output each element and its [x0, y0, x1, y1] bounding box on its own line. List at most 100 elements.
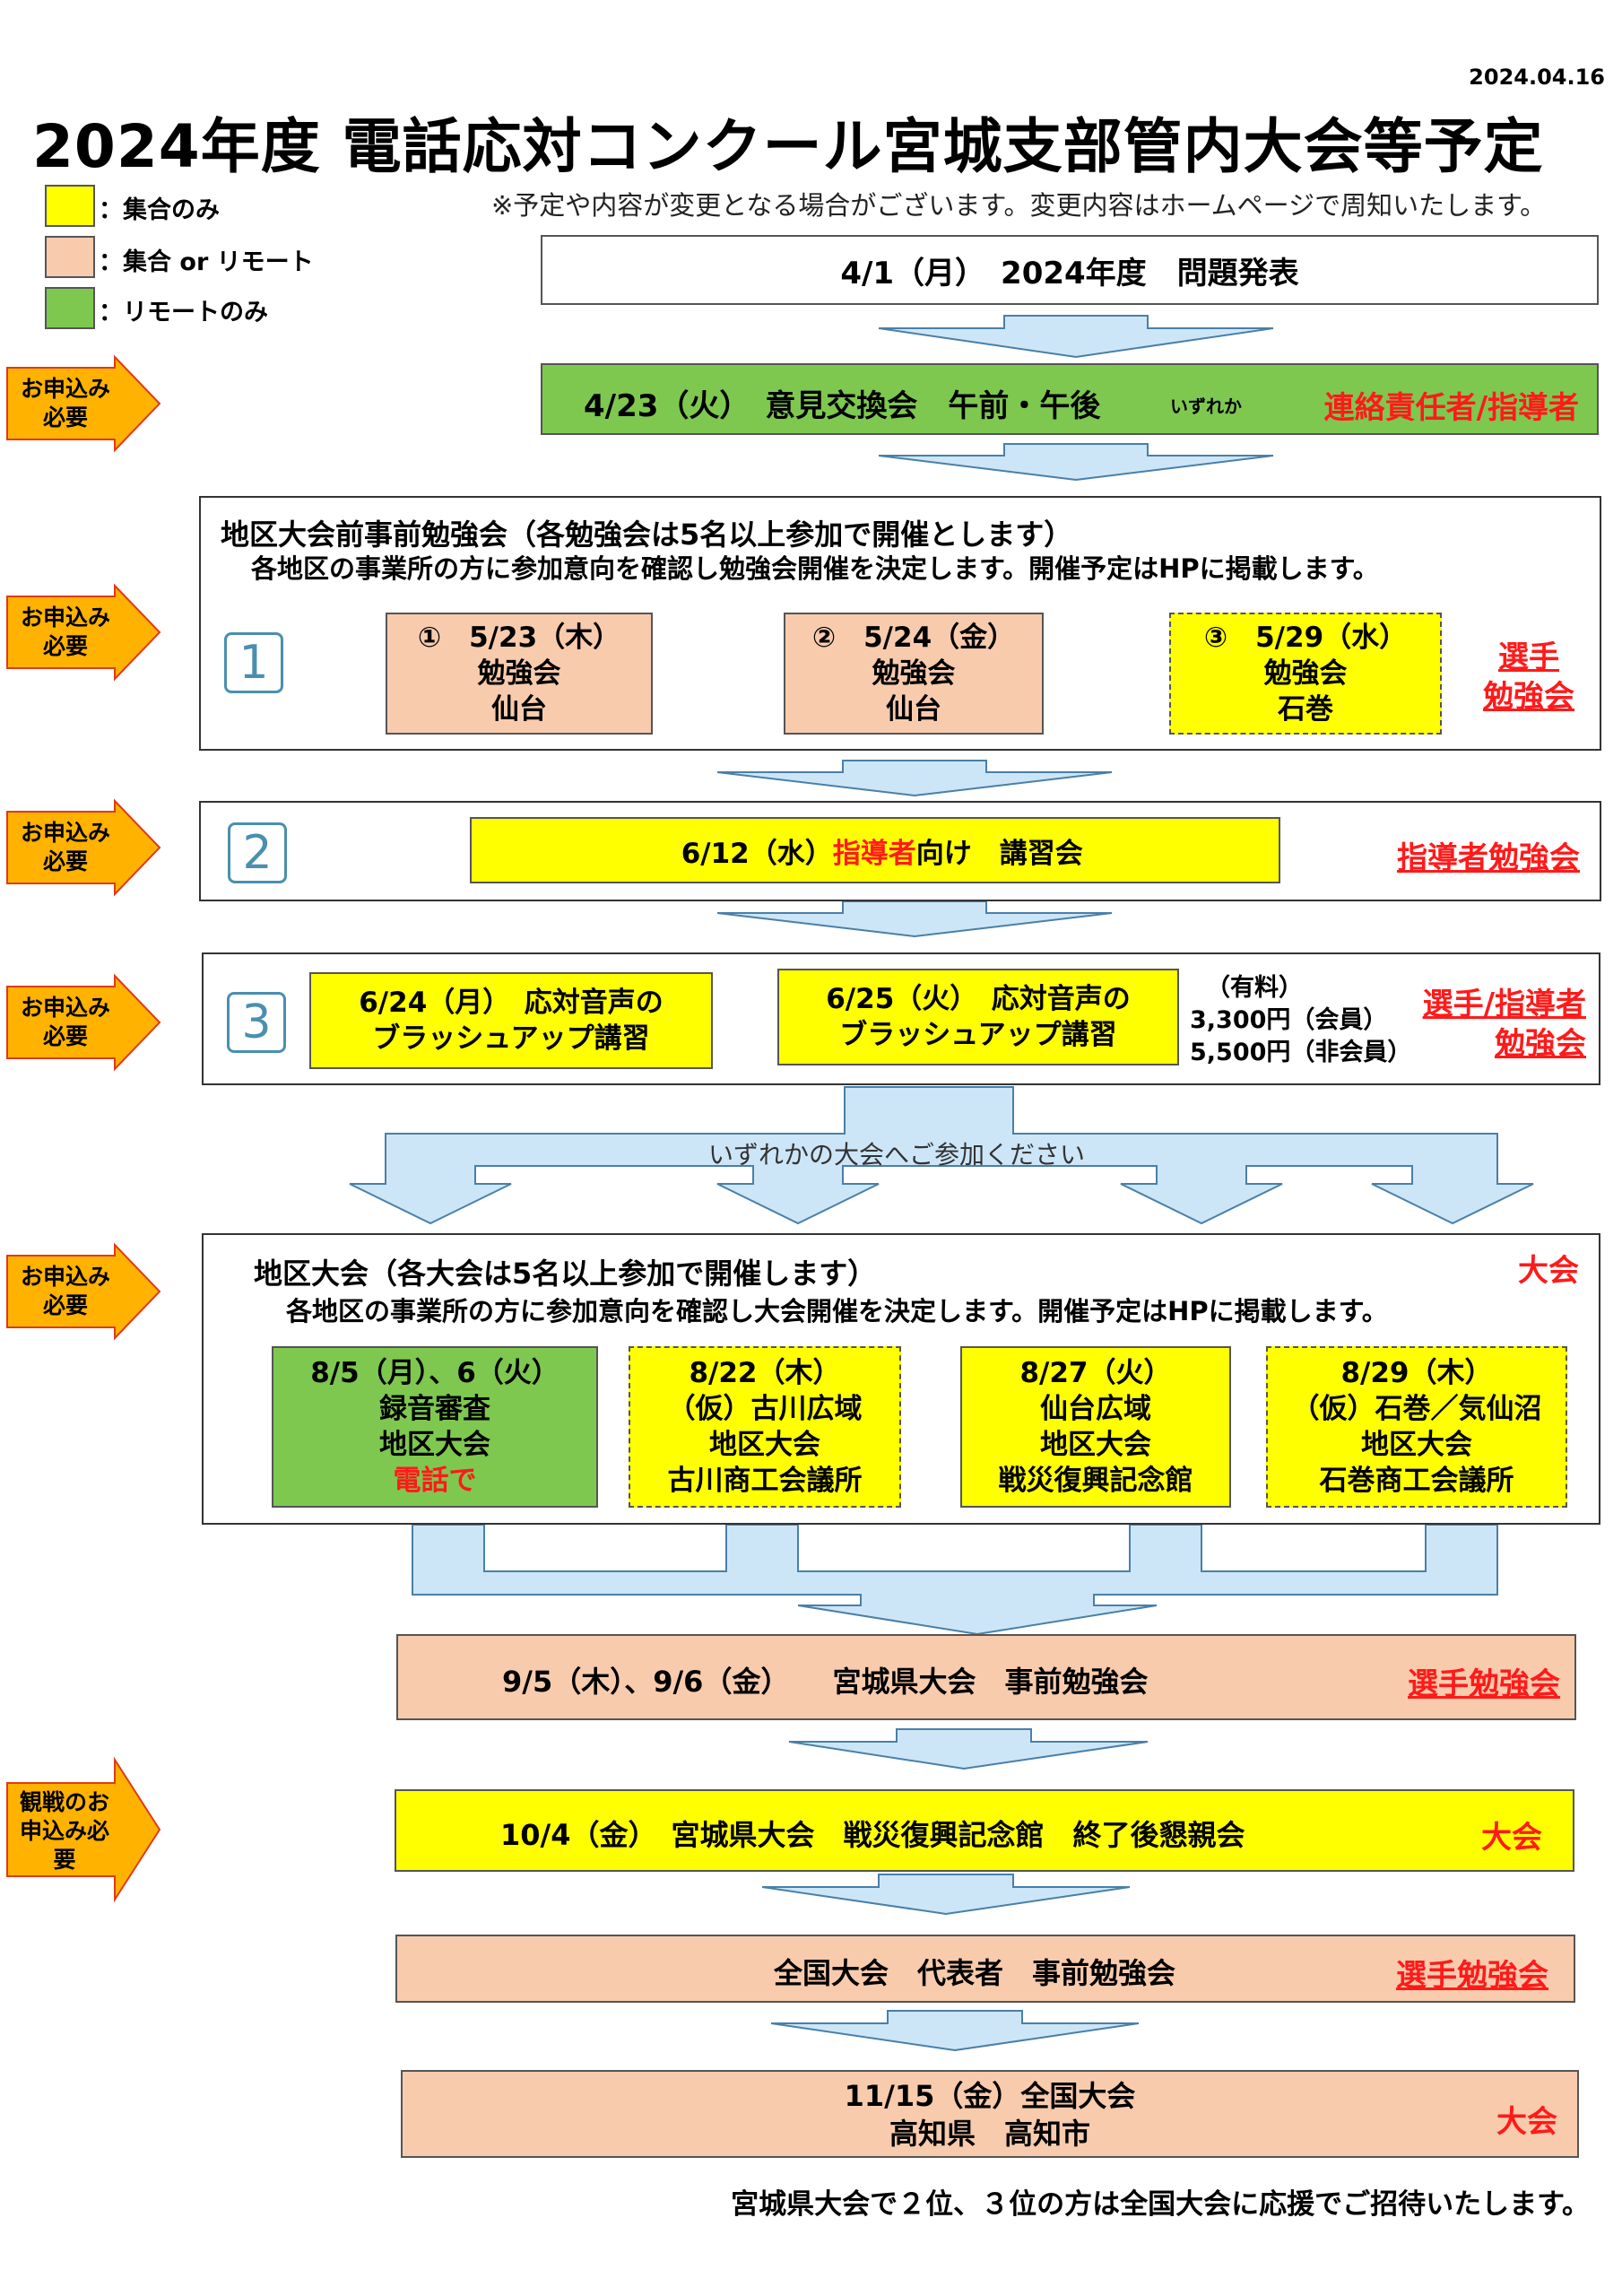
tag-line: 選手/指導者 — [1422, 987, 1586, 1022]
legend-label-green: ：リモートのみ — [99, 299, 268, 326]
step-number-2: 2 — [228, 822, 287, 883]
study3-session-1: 6/24（月） 応対音声の ブラッシュアップ講習 — [309, 972, 713, 1069]
apply-required-label: お申込み必要 — [20, 820, 110, 874]
district-frame: 地区大会（各大会は5名以上参加で開催します） 各地区の事業所の方に参加意向を確認… — [202, 1233, 1600, 1525]
event-line: 戦災復興記念館 — [998, 1465, 1193, 1497]
event-line: （仮）古川広域 — [667, 1393, 863, 1425]
study2-red: 指導者 — [832, 837, 916, 870]
session-place: 仙台 — [886, 693, 941, 726]
apply-required-label: お申込み必要 — [20, 604, 110, 659]
step-national-study: 全国大会 代表者 事前勉強会 選手勉強会 — [395, 1935, 1575, 2003]
study1-session-3: ③ 5/29（水） 勉強会 石巻 — [1169, 613, 1442, 735]
study2-rest: 向け 講習会 — [915, 837, 1083, 870]
step-announce: 4/1（月） 2024年度 問題発表 — [541, 235, 1599, 305]
event-line: 8/29（木） — [1340, 1357, 1493, 1389]
pref-tag: 大会 — [1481, 1820, 1542, 1856]
nat-study-tag: 選手勉強会 — [1396, 1958, 1548, 1994]
study1-sub: 各地区の事業所の方に参加意向を確認し勉強会開催を決定します。開催予定はHPに掲載… — [251, 553, 1379, 584]
study1-session-2: ② 5/24（金） 勉強会 仙台 — [784, 613, 1044, 735]
national-text: 11/15（金）全国大会 高知県 高知市 — [403, 2077, 1577, 2152]
exchange-small: いずれか — [1170, 396, 1242, 417]
study3-session-2: 6/25（火） 応対音声の ブラッシュアップ講習 — [777, 969, 1179, 1065]
step-national-contest: 11/15（金）全国大会 高知県 高知市 大会 — [401, 2070, 1579, 2158]
step-number-3: 3 — [227, 992, 286, 1053]
fee-nonmember: 5,500円（非会員） — [1190, 1039, 1412, 1066]
change-note: ※予定や内容が変更となる場合がございます。変更内容はホームページで周知いたします… — [491, 190, 1547, 221]
spectator-apply-label: 観戦のお申込み必要 — [20, 1789, 110, 1873]
study3-frame: 3 6/24（月） 応対音声の ブラッシュアップ講習 6/25（火） 応対音声の… — [202, 952, 1600, 1085]
step-pref-study: 9/5（木）、9/6（金） 宮城県大会 事前勉強会 選手勉強会 — [396, 1634, 1576, 1720]
pref-text: 10/4（金） 宮城県大会 戦災復興記念館 終了後懇親会 — [500, 1818, 1245, 1852]
district-event-2: 8/22（木） （仮）古川広域 地区大会 古川商工会議所 — [629, 1346, 901, 1508]
choose-note: いずれかの大会へご参加ください — [708, 1140, 1086, 1170]
study2-session: 6/12（水） 指導者向け 講習会 — [470, 817, 1280, 883]
district-sub: 各地区の事業所の方に参加意向を確認し大会開催を決定します。開催予定はHPに掲載し… — [286, 1296, 1388, 1326]
event-line: 石巻商工会議所 — [1319, 1465, 1514, 1497]
study2-date: 6/12（水） — [681, 837, 847, 870]
district-tag: 大会 — [1518, 1253, 1579, 1289]
national-line: 11/15（金）全国大会 — [844, 2079, 1136, 2113]
event-line: 8/22（木） — [689, 1357, 841, 1389]
session-line: ブラッシュアップ講習 — [372, 1022, 650, 1055]
legend-label-salmon: ：集合 or リモート — [99, 248, 314, 276]
session-date: ② 5/24（金） — [811, 622, 1016, 654]
exchange-text: 4/23（火） 意見交換会 午前・午後 — [584, 388, 1101, 424]
session-line: 6/25（火） 応対音声の — [826, 983, 1131, 1015]
study3-tag: 選手/指導者 勉強会 — [1423, 985, 1586, 1064]
event-line: 仙台広域 — [1040, 1393, 1151, 1425]
announce-text: 4/1（月） 2024年度 問題発表 — [840, 255, 1299, 291]
session-line: ブラッシュアップ講習 — [839, 1019, 1117, 1051]
session-place: 石巻 — [1278, 693, 1333, 726]
session-line: 6/24（月） 応対音声の — [359, 987, 664, 1019]
district-title: 地区大会（各大会は5名以上参加で開催します） — [254, 1257, 877, 1291]
tag-line: 選手 — [1498, 639, 1559, 675]
study1-title: 地区大会前事前勉強会（各勉強会は5名以上参加で開催とします） — [221, 517, 1073, 552]
footer-note: 宮城県大会で２位、３位の方は全国大会に応援でご招待いたします。 — [731, 2188, 1590, 2221]
fee-member: 3,300円（会員） — [1190, 1006, 1388, 1034]
apply-required-label: お申込み必要 — [20, 1264, 110, 1318]
national-line: 高知県 高知市 — [889, 2117, 1090, 2151]
event-line: 地区大会 — [1040, 1429, 1151, 1461]
event-line: 地区大会 — [1361, 1429, 1472, 1461]
study2-tag: 指導者勉強会 — [1397, 840, 1580, 876]
legend-swatch-salmon — [45, 236, 95, 278]
tag-line: 勉強会 — [1483, 679, 1574, 715]
legend-swatch-yellow — [45, 185, 95, 227]
event-line: 古川商工会議所 — [667, 1465, 863, 1497]
session-place: 仙台 — [491, 693, 547, 726]
apply-required-label: お申込み必要 — [20, 995, 110, 1049]
legend-swatch-green — [45, 287, 95, 329]
legend-label-yellow: ：集合のみ — [99, 196, 220, 224]
apply-required-label: お申込み必要 — [20, 376, 110, 430]
study1-tag: 選手 勉強会 — [1483, 638, 1574, 717]
session-date: ③ 5/29（水） — [1203, 622, 1408, 654]
step-exchange: 4/23（火） 意見交換会 午前・午後 いずれか 連絡責任者/指導者 — [541, 363, 1599, 435]
step-number-1: 1 — [224, 632, 283, 693]
pref-study-tag: 選手勉強会 — [1408, 1666, 1560, 1702]
event-line: 8/27（火） — [1019, 1357, 1172, 1389]
session-type: 勉強会 — [1263, 657, 1348, 690]
event-line: 地区大会 — [379, 1429, 490, 1461]
district-event-1: 8/5（月）、6（火） 録音審査 地区大会 電話で — [272, 1346, 598, 1508]
event-line: 電話で — [393, 1465, 477, 1497]
nat-study-text: 全国大会 代表者 事前勉強会 — [774, 1956, 1176, 1990]
event-line: 8/5（月）、6（火） — [310, 1357, 559, 1389]
pref-study-text: 9/5（木）、9/6（金） 宮城県大会 事前勉強会 — [502, 1665, 1149, 1699]
event-line: （仮）石巻／気仙沼 — [1291, 1393, 1542, 1425]
study2-frame: 2 6/12（水） 指導者向け 講習会 指導者勉強会 — [199, 801, 1601, 901]
session-type: 勉強会 — [477, 657, 561, 690]
district-event-4: 8/29（木） （仮）石巻／気仙沼 地区大会 石巻商工会議所 — [1266, 1346, 1567, 1508]
study3-fee: （有料） 3,300円（会員） 5,500円（非会員） — [1190, 972, 1411, 1069]
exchange-tag: 連絡責任者/指導者 — [1323, 390, 1579, 426]
fee-label: （有料） — [1206, 974, 1303, 1002]
study1-frame: 地区大会前事前勉強会（各勉強会は5名以上参加で開催とします） 各地区の事業所の方… — [199, 496, 1601, 751]
tag-line: 勉強会 — [1495, 1026, 1586, 1062]
session-type: 勉強会 — [872, 657, 956, 690]
district-event-3: 8/27（火） 仙台広域 地区大会 戦災復興記念館 — [960, 1346, 1231, 1508]
document-date: 2024.04.16 — [1469, 65, 1605, 90]
step-pref-contest: 10/4（金） 宮城県大会 戦災復興記念館 終了後懇親会 大会 — [395, 1789, 1574, 1872]
page-title: 2024年度 電話応対コンクール宮城支部管内大会等予定 — [32, 112, 1544, 181]
event-line: 地区大会 — [709, 1429, 820, 1461]
